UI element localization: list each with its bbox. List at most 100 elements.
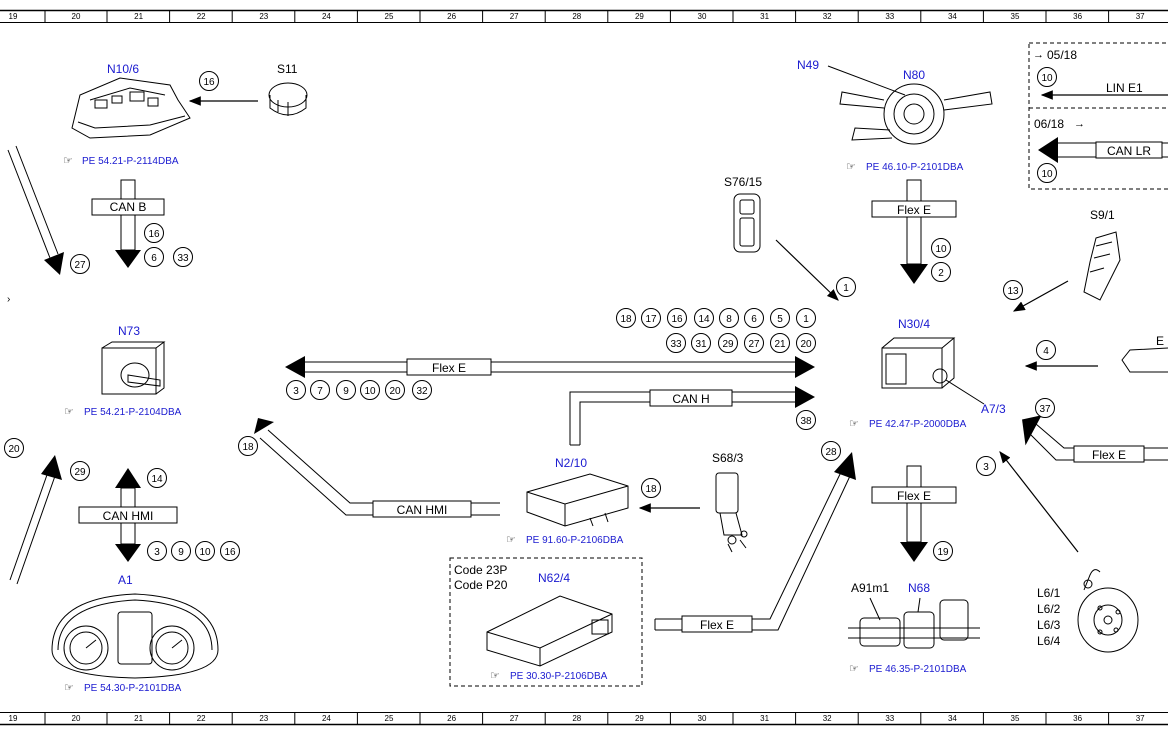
n68-label: N68 — [908, 581, 930, 595]
svg-text:☞: ☞ — [64, 682, 74, 694]
ref-arrow-icon-2: → — [1074, 118, 1085, 130]
circle-20-left: 20 — [8, 444, 20, 455]
ruler-label: 29 — [635, 714, 644, 723]
n30-4-ref[interactable]: ☞ PE 42.47-P-2000DBA — [849, 418, 967, 430]
svg-text:PE 54.21-P-2114DBA: PE 54.21-P-2114DBA — [82, 156, 179, 167]
n10-6-ref[interactable]: ☞ PE 54.21-P-2114DBA — [63, 155, 179, 167]
ruler-label: 19 — [9, 714, 18, 723]
ruler-label: 32 — [823, 714, 832, 723]
n2-10-label: N2/10 — [555, 456, 587, 470]
l6-2-label: L6/2 — [1037, 602, 1061, 616]
a7-3-label: A7/3 — [981, 402, 1006, 416]
circle-r2_21: 21 — [774, 339, 786, 350]
circle-r1_6: 6 — [751, 314, 757, 325]
circle-19: 19 — [937, 547, 949, 558]
circle-1: 1 — [843, 283, 849, 294]
can-lr-bus: CAN LR — [1038, 137, 1168, 163]
lin-e1-label: LIN E1 — [1106, 81, 1143, 95]
n62-4-ref[interactable]: ☞ PE 30.30-P-2106DBA — [490, 670, 608, 682]
svg-text:PE 54.30-P-2101DBA: PE 54.30-P-2101DBA — [84, 683, 182, 694]
ruler-label: 28 — [572, 12, 581, 21]
n80-ref[interactable]: ☞ PE 46.10-P-2101DBA — [846, 161, 964, 173]
n30-4-label: N30/4 — [898, 317, 930, 331]
ruler-label: 26 — [447, 12, 456, 21]
n2-10-ref[interactable]: ☞ PE 91.60-P-2106DBA — [506, 534, 624, 546]
flex-e-main-bus: Flex E — [285, 356, 815, 378]
circle-r2_33: 33 — [670, 339, 682, 350]
svg-text:CAN B: CAN B — [110, 200, 147, 214]
svg-text:PE 91.60-P-2106DBA: PE 91.60-P-2106DBA — [526, 535, 624, 546]
s76-15-label: S76/15 — [724, 175, 762, 189]
ruler-label: 23 — [259, 12, 268, 21]
ruler-label: 37 — [1136, 714, 1145, 723]
circle-3b: 3 — [983, 462, 989, 473]
circle-r1_17: 17 — [645, 314, 657, 325]
svg-text:CAN HMI: CAN HMI — [103, 509, 154, 523]
ruler-label: 30 — [698, 12, 707, 21]
svg-text:Flex E: Flex E — [897, 489, 931, 503]
circle-r1_14: 14 — [698, 314, 710, 325]
a1-ref[interactable]: ☞ PE 54.30-P-2101DBA — [64, 682, 182, 694]
svg-text:PE 54.21-P-2104DBA: PE 54.21-P-2104DBA — [84, 407, 182, 418]
ruler-label: 25 — [385, 12, 394, 21]
bottom-left-diagonal-bus — [9, 455, 62, 585]
svg-text:Flex E: Flex E — [1092, 448, 1126, 462]
ruler-label: 29 — [635, 12, 644, 21]
circle-r3_32: 32 — [416, 386, 428, 397]
circle-38: 38 — [800, 416, 812, 427]
svg-text:CAN LR: CAN LR — [1107, 144, 1151, 158]
svg-text:☞: ☞ — [506, 534, 516, 546]
svg-text:☞: ☞ — [490, 670, 500, 682]
svg-text:☞: ☞ — [849, 418, 859, 430]
ruler-label: 21 — [134, 714, 143, 723]
ruler-label: 25 — [385, 714, 394, 723]
circle-33: 33 — [177, 253, 189, 264]
s76-15-switch-icon — [733, 193, 761, 253]
ruler-label: 31 — [760, 714, 769, 723]
svg-text:☞: ☞ — [846, 161, 856, 173]
n73-ref[interactable]: ☞ PE 54.21-P-2104DBA — [64, 406, 182, 418]
svg-text:☞: ☞ — [849, 663, 859, 675]
circle-4: 4 — [1043, 346, 1049, 357]
l6-1-label: L6/1 — [1037, 586, 1061, 600]
ruler-label: 37 — [1136, 12, 1145, 21]
circle-16b: 16 — [148, 229, 160, 240]
ref-06-18[interactable]: 06/18 — [1034, 117, 1064, 131]
circle-r3_10: 10 — [364, 386, 376, 397]
circle-10d: 10 — [1041, 169, 1053, 180]
circle-r2_27: 27 — [748, 339, 760, 350]
top-ruler — [0, 9, 1168, 23]
l6-wheel-speed-sensor-icon — [1077, 569, 1139, 653]
n80-steering-column-module-icon — [839, 83, 993, 145]
ruler-label: 19 — [9, 12, 18, 21]
circle-r1_5: 5 — [777, 314, 783, 325]
n68-ref[interactable]: ☞ PE 46.35-P-2101DBA — [849, 663, 967, 675]
svg-text:CAN H: CAN H — [672, 392, 709, 406]
circle-r3_7: 7 — [317, 386, 323, 397]
n73-ignition-switch-icon — [101, 341, 166, 395]
s9-1-switch-icon — [1083, 231, 1121, 301]
circle-r3_3: 3 — [293, 386, 299, 397]
n49-label: N49 — [797, 58, 819, 72]
l6-to-a7-3-arrow — [999, 451, 1079, 553]
n62-4-control-unit-icon — [486, 595, 613, 667]
svg-text:Flex E: Flex E — [432, 361, 466, 375]
can-b-bus: CAN B — [91, 179, 165, 268]
circle-28: 28 — [825, 447, 837, 458]
n73-label: N73 — [118, 324, 140, 338]
e-partial-sensor-icon — [1121, 347, 1168, 373]
n68-power-steering-icon — [848, 597, 980, 649]
s11-switch-icon — [268, 82, 308, 116]
ruler-label: 24 — [322, 714, 331, 723]
a91m1-label: A91m1 — [851, 581, 889, 595]
s68-3-buckle-icon — [715, 472, 748, 553]
ref-05-18[interactable]: 05/18 — [1047, 48, 1077, 62]
circle-r1_8: 8 — [726, 314, 732, 325]
n10-6-control-unit-icon — [71, 77, 191, 139]
ruler-label: 26 — [447, 714, 456, 723]
ref-arrow-icon: → — [1033, 49, 1044, 61]
ruler-label: 36 — [1073, 714, 1082, 723]
s9-1-arrow — [1012, 280, 1069, 312]
ruler-label: 22 — [197, 714, 206, 723]
